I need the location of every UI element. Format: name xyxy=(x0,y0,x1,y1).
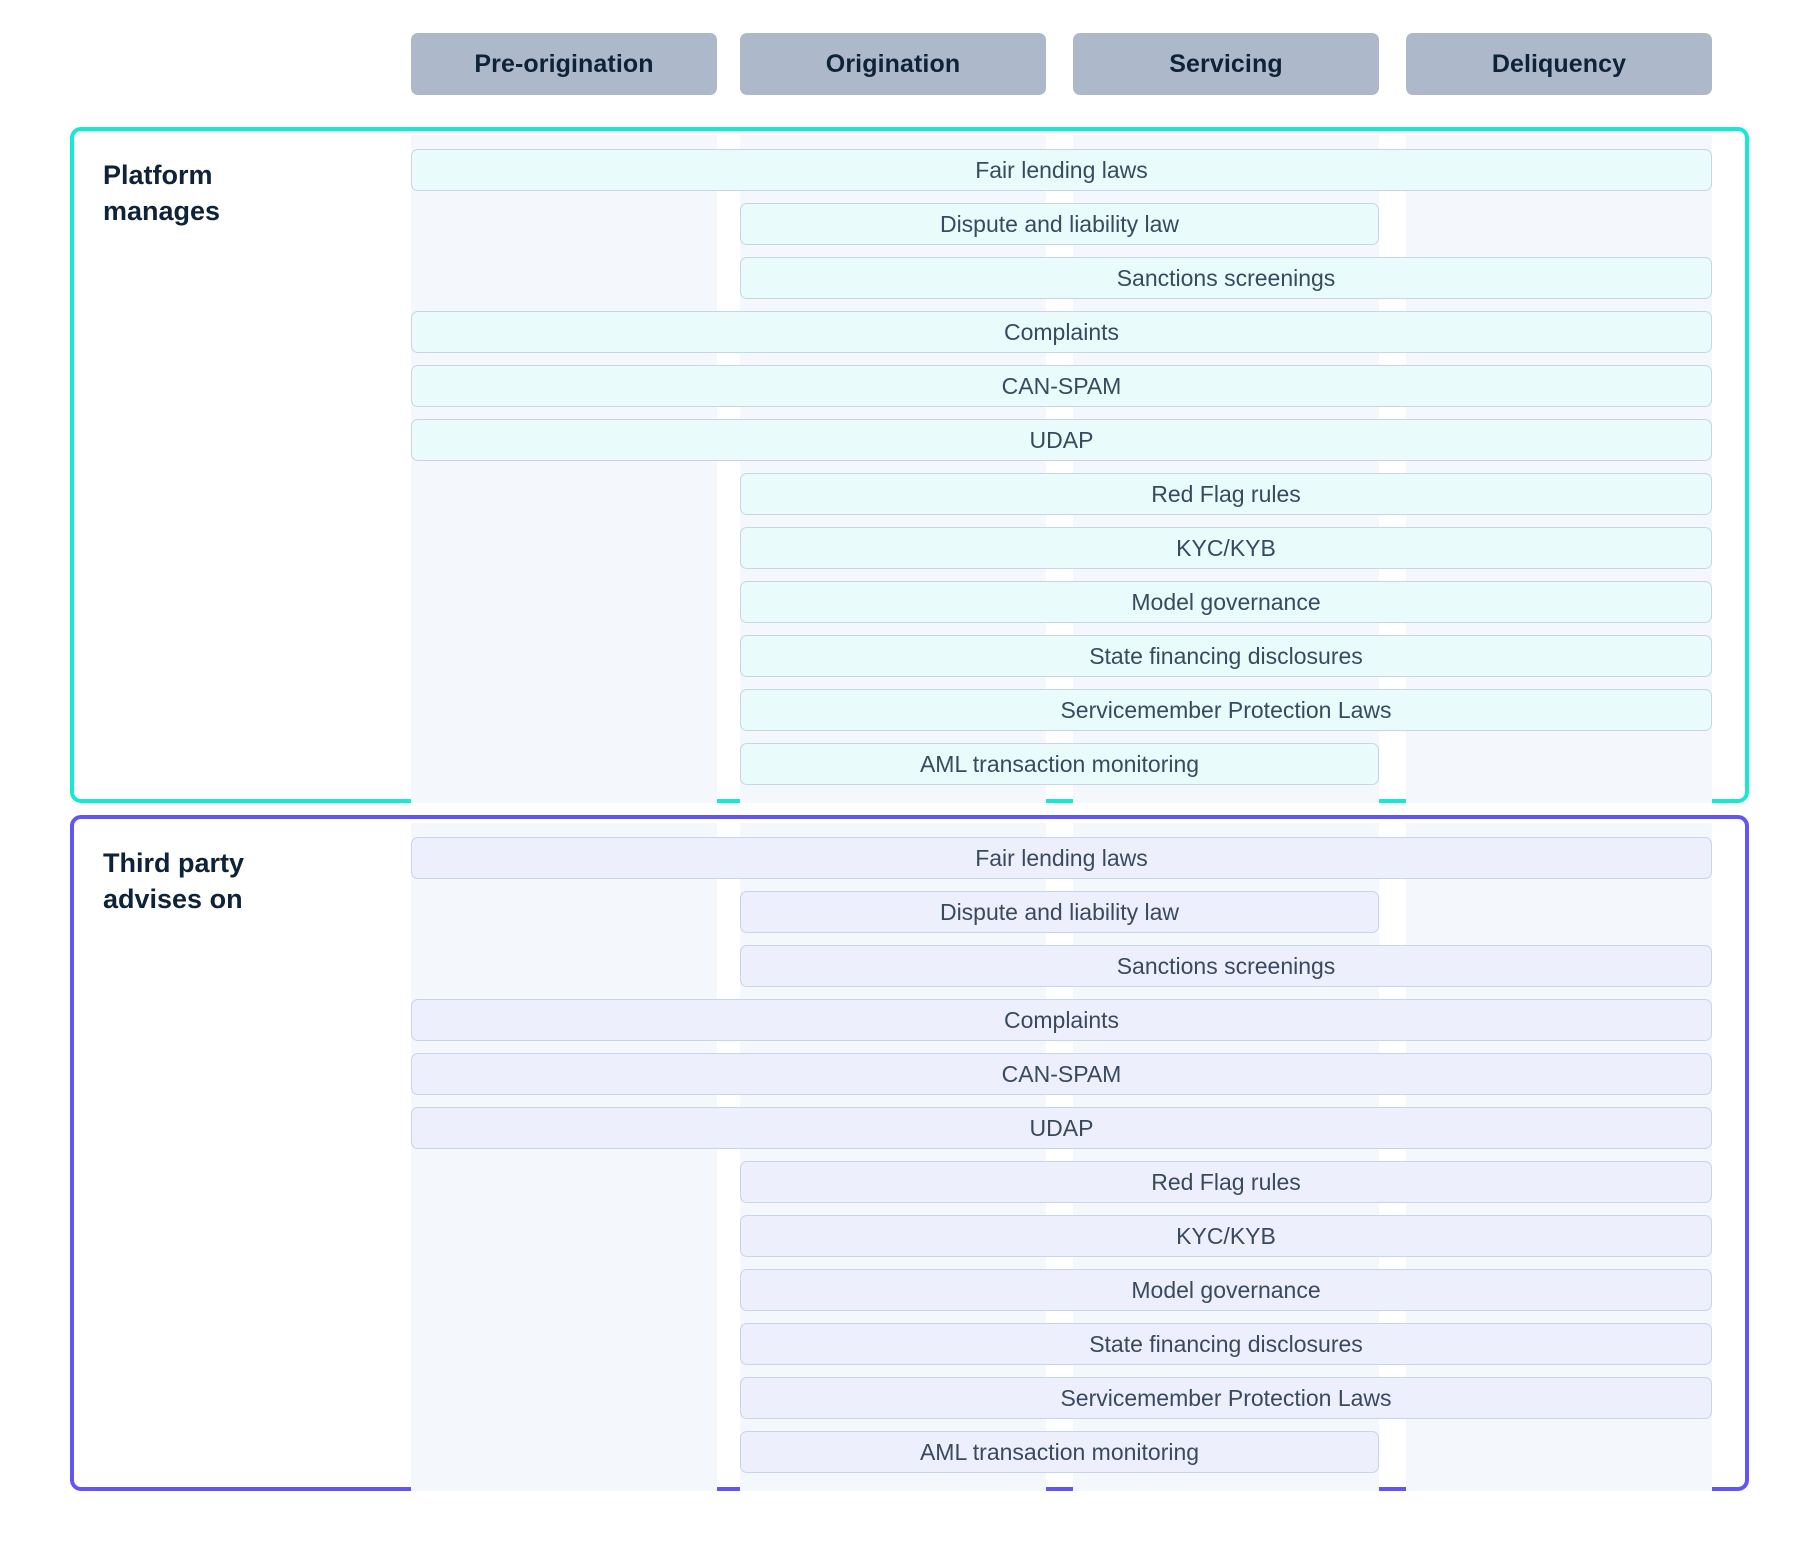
bar-label: Dispute and liability law xyxy=(939,210,1180,237)
bar-label: Red Flag rules xyxy=(1151,480,1301,507)
bar-kyc-kyb[interactable]: KYC/KYB xyxy=(740,527,1712,569)
bar-udap[interactable]: UDAP xyxy=(411,1107,1712,1149)
bar-label: Servicemember Protection Laws xyxy=(1060,1384,1392,1411)
bar-label: Fair lending laws xyxy=(975,156,1148,183)
bar-fair-lending-laws[interactable]: Fair lending laws xyxy=(411,837,1712,879)
column-header-pre-origination[interactable]: Pre-origination xyxy=(411,33,717,95)
bar-dispute-and-liability-law[interactable]: Dispute and liability law xyxy=(740,203,1379,245)
bar-label: CAN-SPAM xyxy=(1001,1060,1122,1087)
bar-label: State financing disclosures xyxy=(1089,1330,1363,1357)
bar-model-governance[interactable]: Model governance xyxy=(740,1269,1712,1311)
section-label-line-2: advises on xyxy=(103,883,243,914)
bar-red-flag-rules[interactable]: Red Flag rules xyxy=(740,473,1712,515)
bar-label: UDAP xyxy=(1029,1114,1094,1141)
section-label-line-1: Platform xyxy=(103,160,213,190)
bar-sanctions-screenings[interactable]: Sanctions screenings xyxy=(740,945,1712,987)
bar-label: State financing disclosures xyxy=(1089,642,1363,669)
column-header-label: Origination xyxy=(825,49,961,78)
bar-label: Complaints xyxy=(1003,1006,1120,1033)
bar-label: Red Flag rules xyxy=(1151,1168,1301,1195)
bar-label: Dispute and liability law xyxy=(939,898,1180,925)
bar-label: Complaints xyxy=(1003,318,1120,345)
section-label-platform-manages: Platform manages xyxy=(103,158,353,229)
bar-label: Sanctions screenings xyxy=(1116,264,1336,291)
bar-aml-transaction-monitoring[interactable]: AML transaction monitoring xyxy=(740,1431,1379,1473)
column-header-row: Pre-origination Origination Servicing Deliq… xyxy=(411,33,1737,95)
column-stripe-1 xyxy=(411,823,717,1491)
bar-model-governance[interactable]: Model governance xyxy=(740,581,1712,623)
bar-servicemember-protection-laws[interactable]: Servicemember Protection Laws xyxy=(740,1377,1712,1419)
bar-label: AML transaction monitoring xyxy=(919,750,1200,777)
bar-label: KYC/KYB xyxy=(1176,534,1276,561)
bar-dispute-and-liability-law[interactable]: Dispute and liability law xyxy=(740,891,1379,933)
bar-label: CAN-SPAM xyxy=(1001,372,1122,399)
bar-can-spam[interactable]: CAN-SPAM xyxy=(411,1053,1712,1095)
bar-label: AML transaction monitoring xyxy=(919,1438,1200,1465)
bar-label: Fair lending laws xyxy=(975,844,1148,871)
column-header-origination[interactable]: Origination xyxy=(740,33,1046,95)
column-header-label: Pre-origination xyxy=(474,49,654,78)
section-label-line-1: Third party xyxy=(103,848,245,878)
column-header-servicing[interactable]: Servicing xyxy=(1073,33,1379,95)
bar-label: UDAP xyxy=(1029,426,1094,453)
bar-label: Servicemember Protection Laws xyxy=(1060,696,1392,723)
bar-kyc-kyb[interactable]: KYC/KYB xyxy=(740,1215,1712,1257)
bar-complaints[interactable]: Complaints xyxy=(411,311,1712,353)
section-third-party-advises-on: Third party advises on Fair lending laws… xyxy=(70,815,1749,1491)
bar-red-flag-rules[interactable]: Red Flag rules xyxy=(740,1161,1712,1203)
column-header-label: Deliquency xyxy=(1491,49,1627,78)
bar-label: Sanctions screenings xyxy=(1116,952,1336,979)
bar-label: KYC/KYB xyxy=(1176,1222,1276,1249)
bar-aml-transaction-monitoring[interactable]: AML transaction monitoring xyxy=(740,743,1379,785)
bar-fair-lending-laws[interactable]: Fair lending laws xyxy=(411,149,1712,191)
bar-sanctions-screenings[interactable]: Sanctions screenings xyxy=(740,257,1712,299)
column-header-deliquency[interactable]: Deliquency xyxy=(1406,33,1712,95)
bar-state-financing-disclosures[interactable]: State financing disclosures xyxy=(740,1323,1712,1365)
section-label-third-party-advises-on: Third party advises on xyxy=(103,846,353,917)
bar-state-financing-disclosures[interactable]: State financing disclosures xyxy=(740,635,1712,677)
column-header-label: Servicing xyxy=(1169,49,1283,78)
bar-label: Model governance xyxy=(1131,588,1321,615)
bar-can-spam[interactable]: CAN-SPAM xyxy=(411,365,1712,407)
section-label-line-2: manages xyxy=(103,195,221,226)
bar-servicemember-protection-laws[interactable]: Servicemember Protection Laws xyxy=(740,689,1712,731)
column-stripe-1 xyxy=(411,135,717,803)
bar-label: Model governance xyxy=(1131,1276,1321,1303)
bar-complaints[interactable]: Complaints xyxy=(411,999,1712,1041)
bar-udap[interactable]: UDAP xyxy=(411,419,1712,461)
